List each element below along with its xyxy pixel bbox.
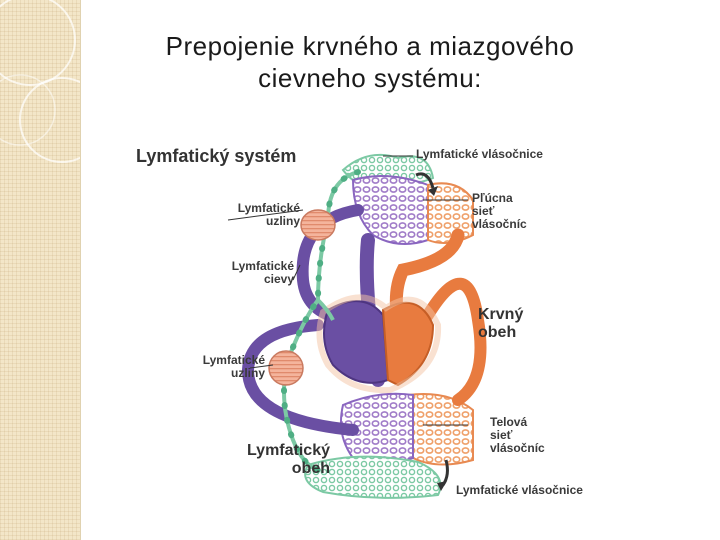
decorative-circles <box>0 0 80 540</box>
heart-left-side <box>383 303 433 385</box>
label-blood-circulation: Krvný obeh <box>478 306 523 342</box>
label-lymph-nodes-lower: Lymfatické uzliny <box>170 354 265 380</box>
circulation-diagram: Lymfatický systém Lymfatické vlásočnice … <box>128 140 608 510</box>
body-capillary-orange <box>408 394 473 465</box>
slide-title-line-1: Prepojenie krvného a miazgového <box>100 30 640 62</box>
label-lymph-circulation: Lymfatický obeh <box>218 442 330 478</box>
lymph-node-lower <box>269 351 303 385</box>
label-lymph-vessels: Lymfatické cievy <box>200 260 294 286</box>
label-body-capillaries: Telová sieť vlásočníc <box>490 416 545 455</box>
lung-capillary-purple <box>353 176 428 244</box>
label-lymph-nodes-upper: Lymfatické uzliny <box>210 202 300 228</box>
label-lung-capillaries: Pľúcna sieť vlásočníc <box>472 192 527 231</box>
heading-lymphatic-system: Lymfatický systém <box>136 146 296 166</box>
lymph-node-upper <box>301 210 335 240</box>
slide-title: Prepojenie krvného a miazgového cievneho… <box>100 30 640 94</box>
slide-title-line-2: cievneho systému: <box>100 62 640 94</box>
label-lymph-capillaries-bottom: Lymfatické vlásočnice <box>456 484 583 497</box>
decorative-side-strip <box>0 0 81 540</box>
label-lymph-capillaries-top: Lymfatické vlásočnice <box>416 148 543 161</box>
